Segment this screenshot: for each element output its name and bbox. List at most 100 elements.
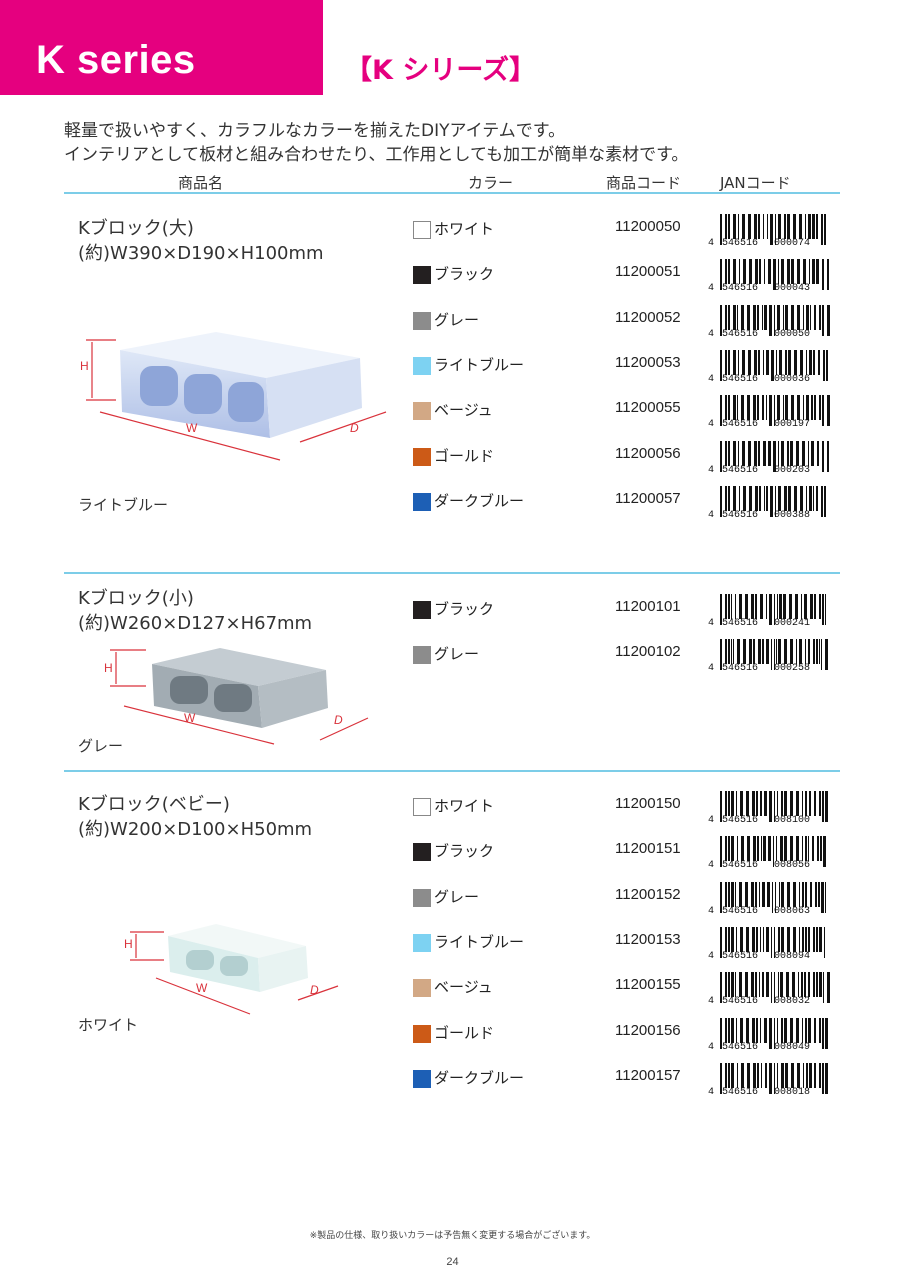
jan-digits: 4 <box>708 283 715 294</box>
shown-color-label: ライトブルー <box>78 496 169 514</box>
color-swatch <box>413 934 431 952</box>
jan-digits: 546516 <box>722 465 759 476</box>
jan-digits: 4 <box>708 1087 715 1098</box>
color-name: ベージュ <box>434 401 493 419</box>
series-title: K series <box>36 38 196 82</box>
color-name: ライトブルー <box>434 356 525 374</box>
color-swatch <box>413 979 431 997</box>
dimension-w-label: W <box>186 421 198 435</box>
color-name: グレー <box>434 645 480 663</box>
barcode-bars <box>720 259 829 290</box>
jan-digits: 546516 <box>722 618 759 629</box>
jan-digits: 546516 <box>722 283 759 294</box>
jan-digits: 000043 <box>774 283 811 294</box>
section-divider <box>64 770 840 772</box>
jan-digits: 546516 <box>722 329 759 340</box>
barcode-bars <box>720 1018 828 1049</box>
dimension-h-label: H <box>124 937 133 951</box>
dimension-d-label: D <box>334 713 343 727</box>
barcode-bars <box>720 441 829 472</box>
color-name: ダークブルー <box>434 492 525 510</box>
product-code: 11200052 <box>615 309 681 326</box>
color-name: ゴールド <box>434 447 495 465</box>
jan-digits: 000074 <box>774 238 811 249</box>
product-size: (約)W260×D127×H67mm <box>78 613 313 634</box>
jan-digits: 4 <box>708 815 715 826</box>
jan-digits: 008063 <box>774 906 811 917</box>
jan-digits: 546516 <box>722 238 759 249</box>
color-swatch <box>413 312 431 330</box>
color-swatch <box>413 843 431 861</box>
jan-digits: 546516 <box>722 374 759 385</box>
product-code: 11200053 <box>615 354 681 371</box>
color-swatch <box>413 266 431 284</box>
color-swatch <box>413 889 431 907</box>
color-swatch <box>413 601 431 619</box>
color-swatch <box>413 402 431 420</box>
jan-digits: 000241 <box>774 618 811 629</box>
barcode-bars <box>720 395 830 426</box>
jan-digits: 546516 <box>722 906 759 917</box>
page-number: 24 <box>446 1256 459 1268</box>
jan-digits: 008049 <box>774 1042 811 1053</box>
color-name: ライトブルー <box>434 933 525 951</box>
color-swatch <box>413 357 431 375</box>
column-header-name: 商品名 <box>178 174 224 192</box>
product-code: 11200050 <box>615 218 681 235</box>
barcode-bars <box>720 1063 828 1094</box>
section-divider <box>64 572 840 574</box>
product-name: Kブロック(ベビー) <box>78 794 230 815</box>
barcode-bars <box>720 639 828 670</box>
section-divider <box>64 192 840 194</box>
barcode-bars <box>720 305 830 336</box>
product-code: 11200150 <box>615 795 681 812</box>
barcode-bars <box>720 594 828 625</box>
product-code: 11200157 <box>615 1067 681 1084</box>
product-name: Kブロック(小) <box>78 588 194 609</box>
jan-digits: 546516 <box>722 1087 759 1098</box>
jan-digits: 546516 <box>722 951 759 962</box>
baby-block-illustration: H W D <box>124 924 339 1015</box>
barcode-bars <box>720 791 828 822</box>
small-block-illustration: H W D <box>104 648 369 745</box>
jan-digits: 546516 <box>722 663 759 674</box>
jan-digits: 000036 <box>774 374 811 385</box>
barcode-bars <box>720 214 828 245</box>
dimension-h-label: H <box>80 359 89 373</box>
color-name: ブラック <box>434 265 495 283</box>
jan-digits: 000258 <box>774 663 811 674</box>
jan-digits: 000203 <box>774 465 811 476</box>
product-code: 11200152 <box>615 886 681 903</box>
shown-color-label: グレー <box>78 737 124 755</box>
dimension-h-label: H <box>104 661 113 675</box>
product-code: 11200156 <box>615 1022 681 1039</box>
barcode-bars <box>720 972 830 1003</box>
product-code: 11200051 <box>615 263 681 280</box>
barcode-bars <box>720 350 828 381</box>
jan-digits: 546516 <box>722 860 759 871</box>
column-header-jan: JANコード <box>720 174 791 192</box>
product-size: (約)W390×D190×H100mm <box>78 243 324 264</box>
dimension-d-label: D <box>350 421 359 435</box>
jan-digits: 4 <box>708 996 715 1007</box>
color-name: ゴールド <box>434 1024 495 1042</box>
product-name-block: Kブロック(大) (約)W390×D190×H100mm <box>78 216 324 266</box>
dimension-w-label: W <box>184 711 196 725</box>
large-block-illustration: H W D <box>80 332 387 461</box>
jan-digits: 008018 <box>774 1087 811 1098</box>
product-name-block: Kブロック(ベビー) (約)W200×D100×H50mm <box>78 792 312 842</box>
